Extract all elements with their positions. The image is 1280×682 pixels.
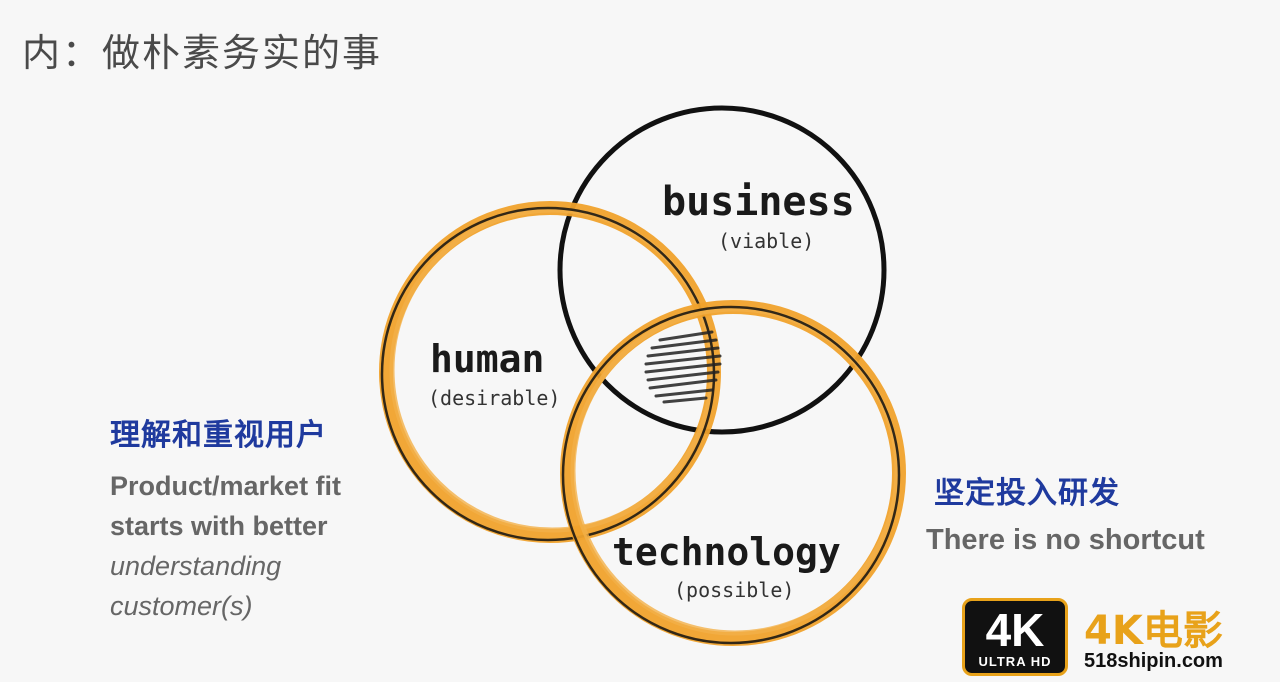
right-note-line-1: There is no shortcut [926, 524, 1205, 556]
left-note-line-1: Product/market fit [110, 471, 342, 501]
watermark-badge: 4K ULTRA HD [962, 598, 1068, 676]
watermark-badge-4k: 4K [985, 604, 1045, 656]
business-circle [557, 105, 887, 435]
human-sublabel: (desirable) [428, 386, 560, 410]
center-intersection-scribble [644, 330, 722, 404]
watermark: 4K ULTRA HD 4K电影 518shipin.com [962, 598, 1270, 676]
human-label: human [430, 337, 544, 381]
left-note-line-3: understanding [110, 551, 282, 581]
technology-sublabel: (possible) [674, 578, 794, 602]
technology-label: technology [612, 530, 841, 574]
watermark-brand: 4K电影 [1084, 608, 1223, 654]
slide-title: 内：做朴素务实的事 [22, 31, 383, 75]
business-sublabel: (viable) [718, 229, 814, 253]
left-note-line-2: starts with better [110, 511, 328, 541]
left-note-body: Product/market fit starts with better un… [110, 466, 341, 626]
left-note-line-4: customer(s) [110, 591, 253, 621]
watermark-badge-uhd: ULTRA HD [978, 654, 1052, 669]
technology-circle [560, 300, 906, 646]
business-label: business [662, 179, 855, 225]
watermark-url: 518shipin.com [1084, 650, 1223, 672]
right-note-heading: 坚定投入研发 [934, 476, 1120, 511]
left-note-heading: 理解和重视用户 [110, 418, 327, 453]
